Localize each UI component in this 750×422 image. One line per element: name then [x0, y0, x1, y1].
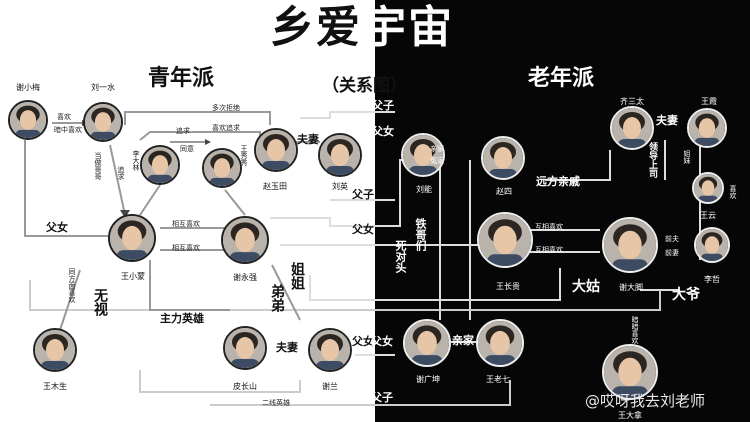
person-name-wang-yun: 王云	[700, 211, 716, 220]
relation-erxian-yingxiong: 二线英雄	[262, 399, 290, 407]
portrait-xie-guangkun	[403, 319, 451, 367]
portrait-liu-neng	[401, 133, 445, 177]
person-name-pi-changshan: 皮长山	[233, 382, 257, 391]
person-name-zhao-yutian: 赵玉田	[263, 182, 287, 191]
person-name-qi-santai: 齐三太	[620, 97, 644, 106]
portrait-liu-yishui	[83, 102, 123, 142]
relation-funv-2: 父女	[352, 223, 374, 236]
person-name-xie-xiaomei: 谢小梅	[16, 83, 40, 92]
relation-xiang-xihuan-1: 相互喜欢	[172, 220, 200, 228]
person-name-liu-yishui: 刘一水	[91, 83, 115, 92]
person-name-wang-changgui: 王长贵	[496, 282, 520, 291]
relation-hu-xiang-xihuan-2: 互相喜欢	[535, 246, 563, 254]
relation-yuanjia: 冤家	[430, 157, 444, 165]
relation-qianqi: 前妻	[665, 249, 679, 257]
relation-xiang-xihuan-2: 相互喜欢	[172, 244, 200, 252]
relation-fuzi-3: 父子	[371, 391, 393, 404]
relation-qianfu: 前夫	[665, 235, 679, 243]
relation-fuzi-1: 父子	[372, 99, 394, 112]
portrait-wang-xiaoxiu	[202, 148, 242, 188]
portrait-xie-lan	[308, 328, 352, 372]
portrait-wang-musheng	[33, 328, 77, 372]
relation-fuqi-pi-xie: 夫妻	[276, 341, 298, 354]
portrait-wang-changgui	[477, 212, 533, 268]
relation-qinjia-1: 亲家	[430, 145, 444, 153]
portrait-li-zhe	[694, 227, 730, 263]
portrait-li-dalin	[140, 145, 180, 185]
person-name-liu-neng: 刘能	[416, 185, 432, 194]
relation-dagu: 大姑	[572, 279, 600, 295]
person-name-li-zhe: 李哲	[704, 275, 720, 284]
portrait-wang-dalan	[602, 344, 658, 400]
relation-si-duitou: 死对头	[394, 240, 407, 273]
portrait-wang-laoqi	[476, 319, 524, 367]
relation-anan-xihuan: 暗暗喜欢	[631, 316, 639, 344]
relation-tie-gemen: 铁哥们	[414, 218, 427, 251]
portrait-wang-xiaomeng	[108, 214, 156, 262]
portrait-xie-dajiao	[602, 217, 658, 273]
relation-yuanfang-qinqi: 远方亲戚	[536, 175, 580, 188]
watermark: @哎呀我去刘老师	[585, 392, 706, 410]
relation-zhuiqiu-vert: 追求	[117, 166, 125, 180]
person-name-wang-laoqi: 王老七	[486, 375, 510, 384]
relation-funv-left: 父女	[46, 221, 68, 234]
relation-funv-1: 父女	[372, 125, 394, 138]
relation-duoci-jujue: 多次拒绝	[212, 104, 240, 112]
portrait-zhao-si	[481, 136, 525, 180]
portrait-liu-ying	[318, 133, 362, 177]
relation-fuzi-2: 父子	[352, 188, 374, 201]
person-name-wang-dalan: 王大拿	[618, 411, 642, 420]
relation-jiemei: 姐妹	[683, 150, 691, 164]
relation-funv-3: 父女	[352, 335, 374, 348]
portrait-pi-changshan	[223, 326, 267, 370]
person-name-li-dalin: 李大林	[132, 150, 140, 171]
old-faction-label: 老年派	[528, 66, 595, 91]
person-name-wang-xia: 王霞	[701, 97, 717, 106]
person-name-xie-dajiao: 谢大脚	[619, 283, 643, 292]
relation-wushi: 无视	[92, 288, 108, 316]
portrait-zhao-yutian	[254, 128, 298, 172]
relation-xihuan-yun: 喜欢	[729, 185, 737, 199]
relation-jiejie: 姐姐	[289, 262, 305, 290]
person-name-wang-musheng: 王木生	[43, 382, 67, 391]
person-name-xie-lan: 谢兰	[322, 382, 338, 391]
relation-daye: 大爷	[672, 287, 700, 303]
person-name-xie-guangkun: 谢广坤	[416, 375, 440, 384]
relation-xiaomei-yishui-top: 喜欢	[57, 113, 71, 121]
portrait-wang-xia	[687, 108, 727, 148]
relation-xihuan-zhuiqiu: 喜欢追求	[212, 124, 240, 132]
relation-hu-xiang-xihuan: 互相喜欢	[535, 223, 563, 231]
young-faction-label: 青年派	[148, 66, 215, 91]
person-name-wang-xiaoxiu: 王秀秀	[240, 145, 248, 166]
relation-qinjia-2: 亲家	[452, 334, 474, 347]
portrait-xie-yongqiang	[221, 216, 269, 264]
relation-funv-4: 父女	[371, 335, 393, 348]
diagram-subtitle: （关系图）	[322, 76, 407, 96]
relation-xiaomei-yishui-bottom: 暗中喜欢	[54, 126, 82, 134]
person-name-wang-xiaomeng: 王小蒙	[121, 272, 145, 281]
relation-tongfang-jiaohuan: 同方面喜欢	[68, 268, 76, 303]
person-name-zhao-si: 赵四	[496, 187, 512, 196]
relation-zhuli-yingxiong: 主力英雄	[160, 312, 204, 325]
portrait-wang-yun	[692, 172, 724, 204]
relation-dang-gege: 当做哥哥	[94, 152, 102, 180]
portrait-qi-santai	[610, 106, 654, 150]
relation-fuqi-qi-wang: 夫妻	[656, 114, 678, 127]
person-name-xie-yongqiang: 谢永强	[233, 273, 257, 282]
relation-fuqi-zhao-liu: 夫妻	[297, 133, 319, 146]
person-name-liu-ying: 刘英	[332, 182, 348, 191]
relation-lingdao-shangsi: 领导上司	[647, 142, 657, 178]
relation-didi: 弟弟	[269, 284, 285, 312]
relation-zhuiqiu-top: 追求	[176, 127, 190, 135]
diagram-title: 乡爱宇宙	[270, 2, 454, 53]
portrait-xie-xiaomei	[8, 100, 48, 140]
relation-tongyi: 同意	[180, 145, 194, 153]
